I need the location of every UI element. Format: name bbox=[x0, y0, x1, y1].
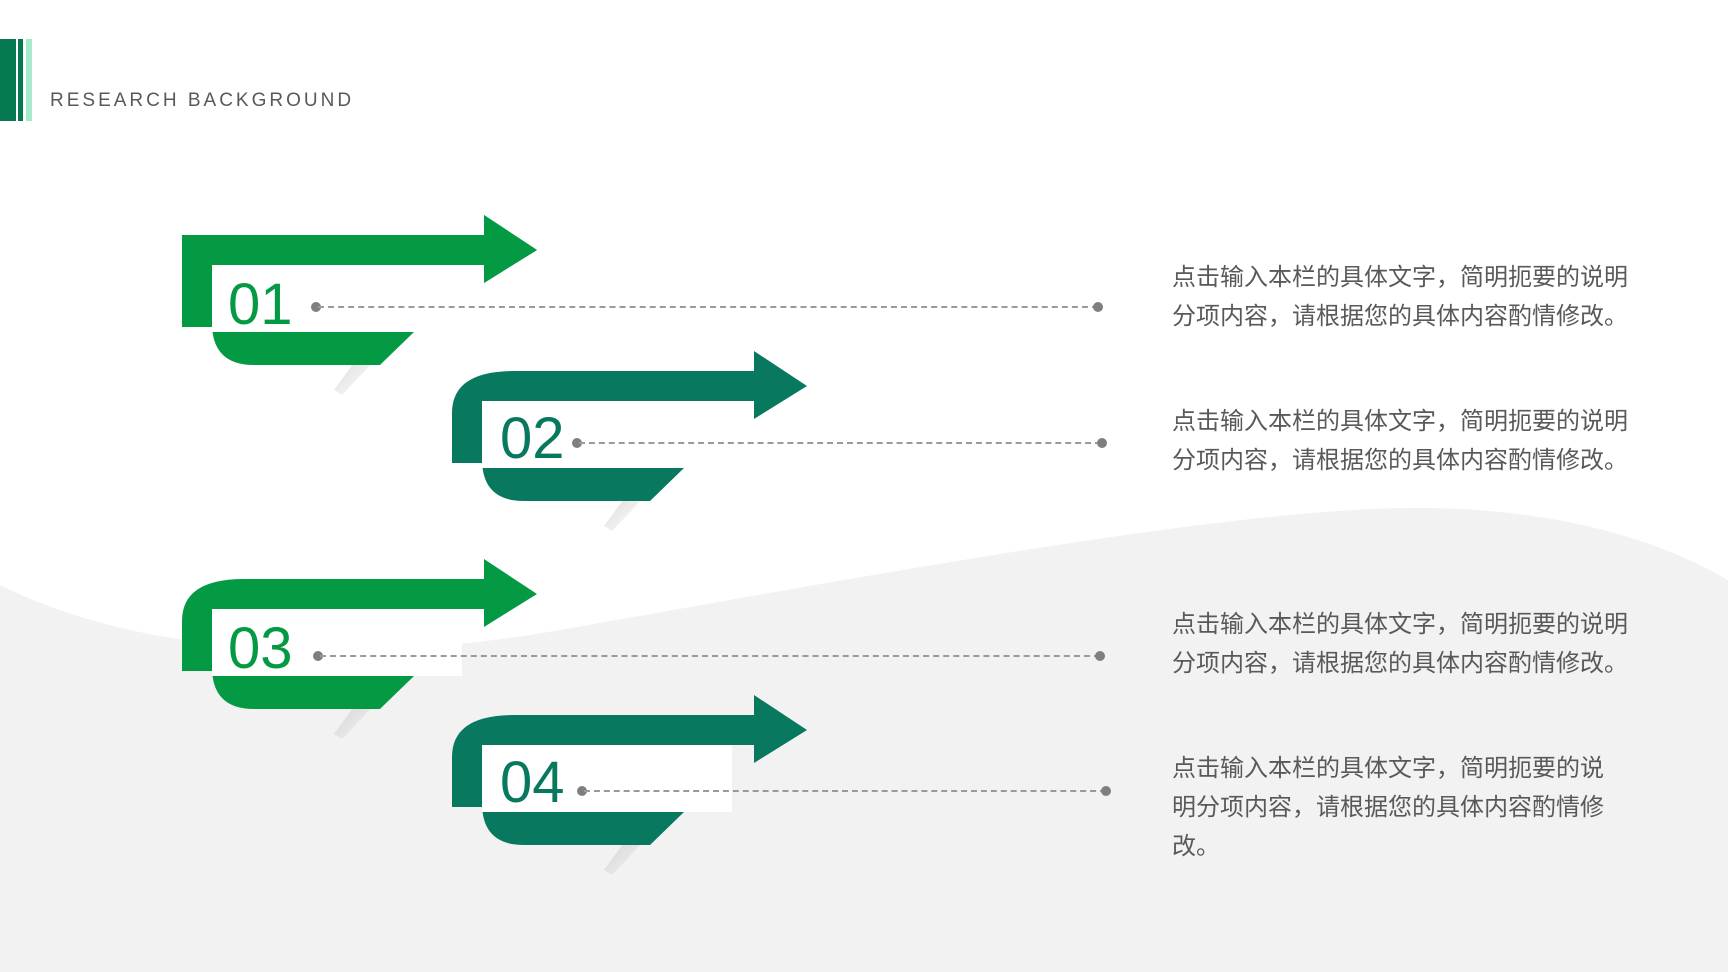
step-description-02: 点击输入本栏的具体文字，简明扼要的说明分项内容，请根据您的具体内容酌情修改。 bbox=[1172, 407, 1628, 474]
brand-bar-mint bbox=[26, 39, 32, 121]
connector-end-dot bbox=[1093, 302, 1103, 312]
brand-bars bbox=[0, 39, 34, 121]
connector-start-dot bbox=[311, 302, 321, 312]
connector-end-dot bbox=[1097, 438, 1107, 448]
connector-start-dot bbox=[577, 786, 587, 796]
step-number-04: 04 bbox=[500, 750, 565, 815]
step-03 bbox=[182, 554, 542, 739]
step-description-04: 点击输入本栏的具体文字，简明扼要的说明分项内容，请根据您的具体内容酌情修改。 bbox=[1172, 754, 1604, 860]
gray-wave-shape bbox=[0, 507, 1728, 972]
step-02 bbox=[452, 346, 812, 531]
connector-start-dot bbox=[313, 651, 323, 661]
dashed-connector-03 bbox=[320, 655, 1100, 657]
step-number-02: 02 bbox=[500, 406, 565, 471]
step-number-03: 03 bbox=[228, 616, 293, 681]
dashed-connector-04 bbox=[584, 790, 1106, 792]
brand-bar-thin bbox=[18, 39, 23, 121]
connector-end-dot bbox=[1095, 651, 1105, 661]
connector-start-dot bbox=[572, 438, 582, 448]
u-arrow-icon bbox=[182, 559, 537, 739]
connector-end-dot bbox=[1101, 786, 1111, 796]
u-arrow-icon bbox=[452, 351, 807, 531]
step-number-01: 01 bbox=[228, 272, 293, 337]
u-arrow-icon bbox=[452, 695, 807, 875]
dashed-connector-02 bbox=[579, 442, 1101, 444]
brand-bar-dark bbox=[0, 39, 16, 121]
step-04 bbox=[452, 690, 812, 875]
u-arrow-icon bbox=[182, 215, 537, 395]
dashed-connector-01 bbox=[318, 306, 1098, 308]
step-01 bbox=[182, 210, 542, 395]
step-description-01: 点击输入本栏的具体文字，简明扼要的说明分项内容，请根据您的具体内容酌情修改。 bbox=[1172, 263, 1628, 330]
header-title: RESEARCH BACKGROUND bbox=[50, 90, 355, 111]
step-description-03: 点击输入本栏的具体文字，简明扼要的说明分项内容，请根据您的具体内容酌情修改。 bbox=[1172, 610, 1628, 677]
